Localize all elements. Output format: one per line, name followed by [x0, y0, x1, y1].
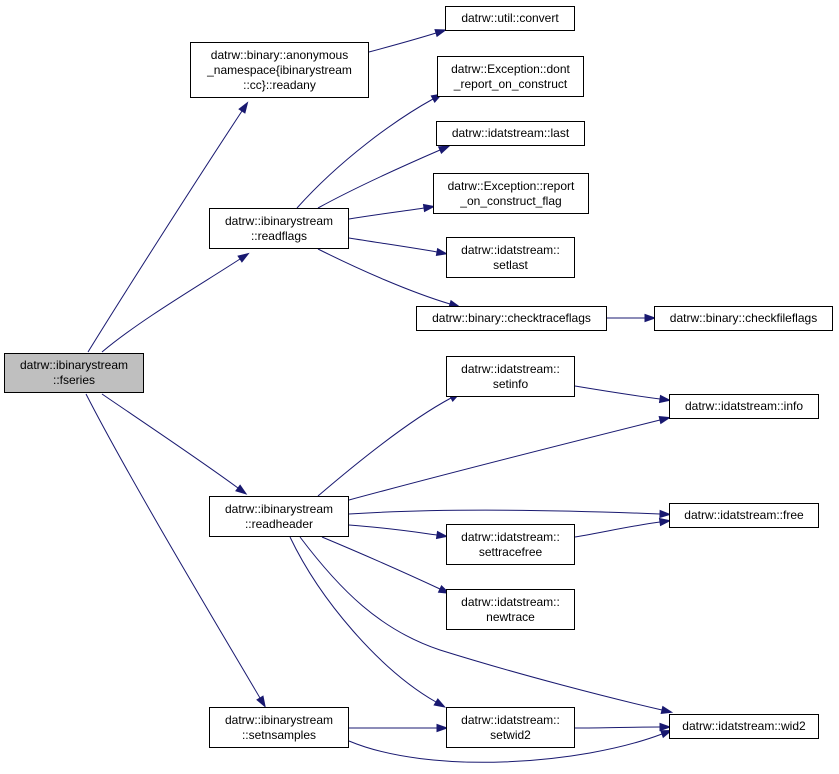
edge-readflags-to-report_flag — [348, 203, 436, 220]
edge-readflags-to-last — [317, 145, 451, 209]
edge-readheader-to-info — [348, 416, 672, 501]
node-label-line: _report_on_construct — [453, 76, 568, 91]
node-label-line: setwid2 — [490, 727, 531, 742]
node-label-line: settracefree — [478, 544, 543, 559]
edge-readheader-to-setinfo — [317, 392, 462, 497]
node-readheader[interactable]: datrw::ibinarystream::readheader — [209, 496, 349, 537]
edge-readany-to-util_convert — [368, 29, 448, 53]
node-readflags[interactable]: datrw::ibinarystream::readflags — [209, 208, 349, 249]
edge-checktraceflags-to-checkfileflags — [607, 313, 657, 323]
edge-fseries-to-setnsamples — [85, 393, 266, 708]
edge-readheader-to-settracefree — [348, 524, 449, 540]
node-setnsamples[interactable]: datrw::ibinarystream::setnsamples — [209, 707, 349, 748]
node-label-line: datrw::ibinarystream — [224, 712, 334, 727]
node-label-line: datrw::ibinarystream — [19, 358, 129, 372]
node-label-line: setinfo — [492, 376, 529, 391]
edge-fseries-to-readany — [87, 101, 249, 353]
node-label-line: datrw::binary::checkfileflags — [669, 311, 818, 325]
node-label-line: datrw::idatstream:: — [461, 712, 560, 727]
node-label-line: datrw::Exception::report — [447, 178, 575, 193]
node-label-line: datrw::binary::anonymous — [210, 47, 349, 62]
node-util-convert[interactable]: datrw::util::convert — [445, 6, 575, 31]
edge-readflags-to-checktraceflags — [317, 248, 462, 308]
node-idatstream-newtrace[interactable]: datrw::idatstream::newtrace — [446, 589, 575, 630]
edge-fseries-to-readheader — [101, 393, 248, 495]
edge-setnsamples-to-setwid2 — [349, 723, 449, 733]
edge-readheader-to-free — [348, 509, 672, 519]
node-label-line: _on_construct_flag — [460, 193, 562, 208]
node-label-line: datrw::Exception::dont — [451, 61, 570, 76]
edge-settracefree-to-free — [574, 517, 672, 538]
node-idatstream-setinfo[interactable]: datrw::idatstream::setinfo — [446, 356, 575, 397]
node-label-line: datrw::idatstream:: — [461, 594, 560, 609]
edge-setwid2-to-wid2 — [574, 722, 672, 732]
node-label-line: ::fseries — [52, 373, 95, 387]
node-idatstream-setlast[interactable]: datrw::idatstream::setlast — [446, 237, 575, 278]
node-fseries: datrw::ibinarystream::fseries — [4, 353, 144, 393]
node-label-line: ::readheader — [244, 516, 314, 531]
edge-setnsamples-to-wid2 — [348, 729, 673, 763]
node-idatstream-settracefree[interactable]: datrw::idatstream::settracefree — [446, 524, 575, 565]
node-label-line: datrw::idatstream::free — [684, 508, 804, 522]
node-label-line: datrw::util::convert — [461, 11, 559, 25]
node-label-line: datrw::ibinarystream — [224, 501, 334, 516]
node-binary-checkfileflags[interactable]: datrw::binary::checkfileflags — [654, 306, 833, 331]
edge-fseries-to-readflags — [101, 252, 250, 353]
node-label-line: ::setnsamples — [241, 727, 317, 742]
node-exception-report-on-construct-flag[interactable]: datrw::Exception::report_on_construct_fl… — [433, 173, 589, 214]
edge-readflags-to-dont_report — [296, 93, 444, 209]
node-idatstream-setwid2[interactable]: datrw::idatstream::setwid2 — [446, 707, 575, 748]
node-idatstream-free[interactable]: datrw::idatstream::free — [669, 503, 819, 528]
node-label-line: datrw::binary::checktraceflags — [432, 311, 591, 325]
node-label-line: datrw::idatstream::last — [451, 126, 570, 140]
node-label-line: ::readflags — [250, 228, 308, 243]
edge-readheader-to-newtrace — [321, 536, 451, 594]
edge-setinfo-to-info — [574, 385, 672, 404]
node-readany[interactable]: datrw::binary::anonymous_namespace{ibina… — [190, 42, 369, 98]
edge-readheader-to-setwid2 — [289, 536, 447, 708]
node-label-line: _namespace{ibinarystream — [207, 62, 352, 77]
node-binary-checktraceflags[interactable]: datrw::binary::checktraceflags — [416, 306, 607, 331]
node-label-line: datrw::idatstream:: — [461, 529, 560, 544]
node-label-line: datrw::idatstream:: — [461, 361, 560, 376]
node-label-line: datrw::idatstream::wid2 — [682, 719, 806, 733]
node-idatstream-wid2[interactable]: datrw::idatstream::wid2 — [669, 714, 819, 739]
node-label-line: datrw::idatstream:: — [461, 242, 560, 257]
node-idatstream-info[interactable]: datrw::idatstream::info — [669, 394, 819, 419]
node-exception-dont-report-on-construct[interactable]: datrw::Exception::dont_report_on_constru… — [437, 56, 584, 97]
edge-readheader-to-wid2 — [299, 536, 674, 714]
node-label-line: ::cc}::readany — [243, 77, 316, 92]
node-label-line: newtrace — [486, 609, 535, 624]
edge-readflags-to-setlast — [348, 237, 449, 257]
node-label-line: setlast — [493, 257, 528, 272]
node-label-line: datrw::ibinarystream — [224, 213, 334, 228]
node-label-line: datrw::idatstream::info — [684, 399, 804, 413]
node-idatstream-last[interactable]: datrw::idatstream::last — [436, 121, 585, 146]
